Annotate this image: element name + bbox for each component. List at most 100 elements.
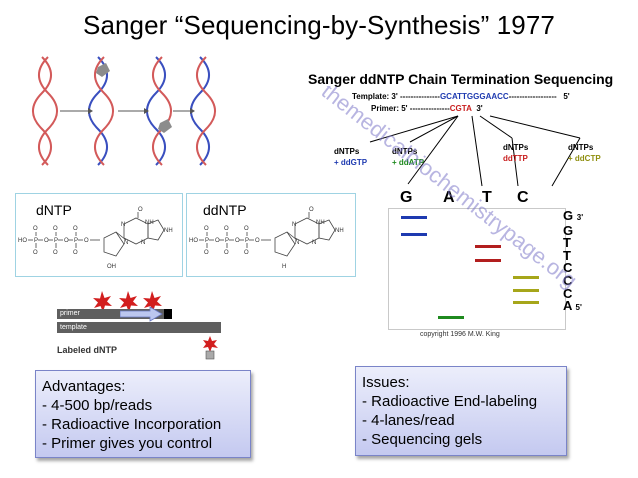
advantage-item: - Radioactive Incorporation <box>42 416 222 433</box>
svg-text:O: O <box>309 207 314 213</box>
svg-text:O: O <box>73 226 78 232</box>
reaction-dntps-label: dNTPs <box>503 143 529 152</box>
svg-text:NH: NH <box>335 228 344 234</box>
svg-text:O: O <box>255 238 260 244</box>
template-strand: Template: 3' ---------------GCATTGGGAACC… <box>352 92 570 101</box>
helix-1 <box>32 56 58 166</box>
reaction-ddgtp: dNTPs + ddGTP <box>334 146 367 168</box>
gel-band-a <box>438 316 464 319</box>
svg-text:O: O <box>138 207 143 213</box>
primer-bar <box>57 309 167 319</box>
template-prefix: Template: 3' --------------- <box>352 92 440 101</box>
gel-band-t <box>475 245 501 248</box>
svg-text:N: N <box>312 240 316 246</box>
gel-band-g <box>401 216 427 219</box>
svg-text:N: N <box>124 240 128 246</box>
svg-text:P: P <box>205 238 209 244</box>
svg-text:P: P <box>74 238 78 244</box>
primer-prefix: Primer: 5' --------------- <box>371 104 450 113</box>
svg-text:NH: NH <box>164 228 173 234</box>
reaction-dd-label: ddTTP <box>503 154 528 163</box>
reaction-ddctp: dNTPs + ddCTP <box>568 142 601 164</box>
svg-text:P: P <box>34 238 38 244</box>
svg-text:NH: NH <box>145 220 154 226</box>
reaction-split-lines <box>369 115 581 187</box>
primer-strand: Primer: 5' ---------------CGTA 3' <box>371 104 483 113</box>
issues-heading: Issues: <box>362 374 410 391</box>
read-base-6: C <box>563 272 573 288</box>
advantage-item: - 4-500 bp/reads <box>42 397 153 414</box>
primer-end: 3' <box>476 104 483 113</box>
svg-text:O: O <box>33 226 38 232</box>
read-base-4: T <box>563 247 571 263</box>
svg-text:O: O <box>53 250 58 256</box>
svg-text:O: O <box>73 250 78 256</box>
template-suffix: ------------------ <box>508 92 557 101</box>
template-label: template <box>60 324 87 331</box>
svg-text:NH: NH <box>316 220 325 226</box>
svg-text:O: O <box>204 226 209 232</box>
radioactive-star-icon <box>119 291 138 312</box>
radioactive-star-icon <box>143 291 162 312</box>
sequencing-gel <box>388 208 566 330</box>
issues-box: Issues: - Radioactive End-labeling - 4-l… <box>355 366 567 456</box>
ddntp-3prime-group: H <box>282 264 287 270</box>
svg-text:O: O <box>204 250 209 256</box>
issue-item: - Radioactive End-labeling <box>362 393 538 410</box>
extension-arrow <box>120 306 163 322</box>
labeled-dntp-caption: Labeled dNTP <box>57 345 118 355</box>
svg-text:N: N <box>295 240 299 246</box>
read-base-3: T <box>563 235 571 251</box>
advantages-heading: Advantages: <box>42 378 126 395</box>
reaction-ddttp: dNTPs ddTTP <box>503 142 528 164</box>
helix-3 <box>146 56 172 166</box>
primer-end-block <box>164 309 172 319</box>
primer-sequence: CGTA <box>449 104 472 113</box>
lane-label-a: A <box>443 189 455 206</box>
radioactive-star-icon <box>93 291 112 312</box>
read-base-5: C <box>563 260 573 276</box>
primer-label: primer <box>60 310 80 317</box>
reaction-dd-label: + ddGTP <box>334 158 368 167</box>
dntp-title: dNTP <box>36 202 72 218</box>
svg-text:O: O <box>64 238 69 244</box>
read-base-8: A 5' <box>563 298 582 314</box>
read-base-7: C <box>563 285 573 301</box>
chain-termination-title: Sanger ddNTP Chain Termination Sequencin… <box>308 71 614 87</box>
labeled-dntp-icon <box>203 336 218 360</box>
lane-label-t: T <box>482 189 492 206</box>
arrow-3 <box>173 108 195 114</box>
reaction-ddatp: dNTPs + ddATP <box>392 146 424 168</box>
advantage-item: - Primer gives you control <box>42 435 213 452</box>
svg-text:O: O <box>44 238 49 244</box>
svg-text:O: O <box>84 238 89 244</box>
reaction-dd-label: + ddCTP <box>568 154 601 163</box>
svg-text:P: P <box>54 238 58 244</box>
gel-band-t <box>475 259 501 262</box>
copyright-note: copyright 1996 M.W. King <box>420 331 500 338</box>
gel-band-c <box>513 276 539 279</box>
svg-text:O: O <box>244 250 249 256</box>
polymerase-blob <box>96 63 110 77</box>
svg-text:O: O <box>33 250 38 256</box>
svg-text:P: P <box>225 238 229 244</box>
svg-text:O: O <box>53 226 58 232</box>
lane-label-c: C <box>517 189 529 206</box>
svg-text:P: P <box>245 238 249 244</box>
reaction-dntps-label: dNTPs <box>334 147 360 156</box>
reaction-dntps-label: dNTPs <box>392 147 418 156</box>
slide-title: Sanger “Sequencing-by-Synthesis” 1977 <box>83 10 555 40</box>
svg-text:HO: HO <box>18 238 27 244</box>
sequence-read: G 3' G T T C C C A 5' <box>563 208 584 315</box>
ddntp-title: ddNTP <box>203 202 247 218</box>
svg-text:O: O <box>235 238 240 244</box>
issue-item: - 4-lanes/read <box>362 412 455 429</box>
dna-synthesis-illustration <box>32 56 216 166</box>
gel-band-c <box>513 301 539 304</box>
read-base-1: G 3' <box>563 208 584 223</box>
read-end-5prime: 5' <box>575 303 582 313</box>
